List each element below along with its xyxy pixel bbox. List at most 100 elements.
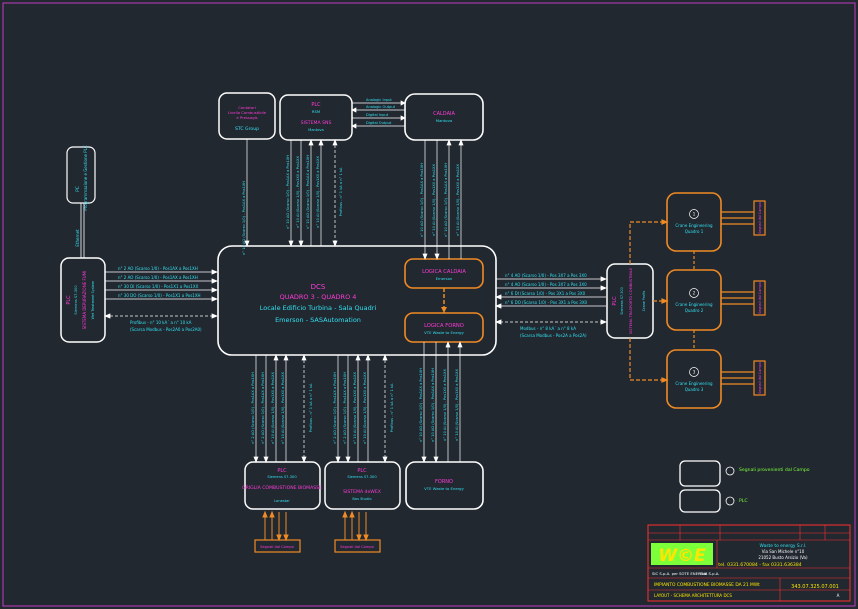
plc-right-l4: Crane Profis [642, 291, 646, 312]
tb-city: 21052 Busto Arsizio (Va) [758, 555, 808, 560]
dcs-quadri: QUADRO 3 - QUADRO 4 [280, 293, 357, 301]
caldaia-signal-4: Digital Output [366, 121, 392, 125]
right-link-3: n° 6 DI (Scarso 1/0) - Pos 3X1 a Pos 3X0 [505, 291, 586, 296]
pc-programmazione-box[interactable]: PC Programmazione e Gestione PLC [66, 145, 96, 211]
plc-fumi-l1: PLC [66, 295, 72, 305]
vlink-caldaia-2: n° 10 AI (Scarso 1/0) - Pos1X0 a Pos1XX [432, 164, 436, 236]
caldaia-signal-1: Analogic Input [366, 98, 392, 102]
left-link-4: n° 30 DO (Scarso 1/0) - Pos1X1 a Pos1XH [118, 293, 201, 298]
dcs-vendor: Emerson - SASAutomation [275, 316, 361, 324]
logica-caldaia-title: LOGICA CALDAIA [422, 269, 466, 275]
tb-address: Via San Michele n°10 [762, 549, 805, 554]
plc-trasporto-combustibile-box[interactable]: PLC Siemens S7-300 SISTEMA TRASPORTO COM… [606, 263, 654, 339]
plc-griglia-l3: GRIGLIA COMBUSTIONE BIOMASSE [242, 485, 322, 491]
plc-dwex-l3: SISTEMA deWEX [343, 489, 381, 495]
logica-caldaia-box[interactable]: LOGICA CALDAIA Emerson [404, 258, 484, 289]
vlink-griglia-5: Profibus - n° 1 kA a n° 1 kA [309, 383, 313, 432]
vlink-dwex-4: n° 10 AI (Scarso 1/0) - Pos1X0 a Pos1XX [363, 372, 367, 444]
crane-2-l1: Crane Engineering [675, 302, 713, 307]
vlink-forno-1: n° 10 AO (Scarso 1/0) - Pos1AX a Pos1XH [419, 368, 423, 442]
crane-1-l2: Quadro 1 [685, 229, 704, 234]
caldaia-sub: Mantova [436, 118, 452, 123]
right-link-4: n° 6 DO (Scarso 1/0) - Pos 3X1 a Pos 3X0 [505, 300, 588, 305]
plc-griglia-l1: PLC [277, 468, 287, 474]
crane-box-2[interactable]: 2 Crane Engineering Quadro 2 [666, 269, 722, 331]
plc-griglia-l2: Siemens S7-300 [267, 475, 297, 479]
dcs-main-box[interactable]: DCS QUADRO 3 - QUADRO 4 Locale Edificio … [217, 245, 497, 356]
vlink-dwex-2: n° 2 AO (Scarso 1/0) - Pos1AX a Pos1XH [343, 372, 347, 444]
caldaia-signal-2: Analogic Output [366, 105, 396, 109]
plc-fumi-l4: Wet Treatment System [91, 280, 95, 319]
vlink-griglia-4: n° 10 AI (Scarso 1/0) - Pos1X0 a Pos1XX [281, 372, 285, 444]
plc-griglia-box[interactable]: PLC Siemens S7-300 GRIGLIA COMBUSTIONE B… [242, 461, 322, 510]
vlink-sns-1: n° 10 AO (Scarso 1/0) - Pos1AX a Pos1XH [286, 155, 290, 229]
left-signal-links [103, 269, 219, 319]
plc-dwex-l2: Siemens S7-300 [347, 475, 377, 479]
right-link-2: n° 4 AO (Scarso 1/0) - Pos 3X7 a Pos 3X0 [505, 282, 587, 287]
vlink-sns-5: Profibus - n° 1 kA a n° 1 kA [339, 167, 343, 216]
crane-2-num: 2 [693, 291, 696, 296]
svg-text:Segnali dal Campo: Segnali dal Campo [260, 545, 294, 549]
plc-sns-l1: PLC [311, 102, 321, 108]
vlink-contatori: n° 10 AO (Scarso 1/0) - Pos1AX a Pos1XH [242, 181, 246, 255]
vlink-caldaia-1: n° 10 AO (Scarso 1/0) - Pos1AX a Pos1XH [420, 163, 424, 237]
logica-forno-box[interactable]: LOGICA FORNO VTE Waste to Energy [404, 312, 484, 343]
vlink-caldaia-4: n° 10 AI (Scarso 1/0) - Pos1X0 a Pos1XX [456, 164, 460, 236]
caldaia-signal-arrows [351, 100, 406, 129]
crane-3-l2: Quadro 3 [685, 387, 704, 392]
right-modbus-1: Modbus - n° 8 kA´ a n° 8 kA [520, 326, 576, 331]
segnali-campo-right-1: Segnali dal Campo [753, 200, 766, 236]
contatori-l1: Contatori [238, 105, 256, 110]
contatori-box[interactable]: Contatori Livello Combustibile e Pressag… [218, 92, 276, 140]
crane-2-l2: Quadro 2 [685, 308, 704, 313]
plc-depurazione-fumi-box[interactable]: PLC Siemens S7-300 SISTEMA DEPURAZIONE F… [60, 257, 106, 343]
crane-box-1[interactable]: 1 Crane Engineering Quadro 1 [666, 192, 722, 252]
dcs-locale: Locale Edificio Turbina - Sala Quadri [260, 304, 377, 312]
svg-text:Segnali dal Campo: Segnali dal Campo [758, 282, 762, 314]
left-modbus-2: (Scarsa Modbus - Pos2A0 a Pos2A0) [130, 327, 202, 332]
vlink-forno-2: n° 10 AO (Scarso 1/0) - Pos1AX a Pos1XH [431, 368, 435, 442]
title-block: W©E Waste to energy S.r.l. Via San Miche… [647, 524, 851, 602]
company-logo [651, 543, 713, 565]
vlink-forno-4: n° 10 AI (Scarso 1/0) - Pos1X0 a Pos1XX [455, 369, 459, 441]
forno-box[interactable]: FORNO VTE Waste to Energy [405, 461, 484, 510]
crane-box-3[interactable]: 3 Crane Engineering Quadro 3 [666, 349, 722, 409]
right-modbus-2: (Scarsa Modbus - Pos2A a Pos2A) [520, 333, 587, 338]
caldaia-signal-3: Digital Input [366, 113, 389, 117]
plc-right-l2: Siemens S7-300 [620, 287, 624, 315]
plc-sns-l3: SISTEMA SNS [301, 120, 332, 126]
contatori-l2: Livello Combustibile [228, 110, 267, 115]
plc-right-l1: PLC [612, 296, 618, 306]
plc-right-l3: SISTEMA TRASPORTO COMBUSTIBILE [629, 267, 633, 334]
vlink-griglia-2: n° 2 AO (Scarso 1/0) - Pos1AX a Pos1XH [261, 372, 265, 444]
plc-griglia-l4: Lonestar [274, 499, 290, 503]
bottom-field-arrows [262, 510, 369, 542]
caldaia-box[interactable]: CALDAIA Mantova [404, 93, 484, 141]
tb-client: SIC S.p.A. per SOTE ENERGIA S.p.A. [652, 571, 720, 576]
ethernet-label: Ethernet [75, 229, 80, 247]
left-link-3: n° 30 DI (Scarso 1/0) - Pos1X1 a Pos1XX [118, 284, 199, 289]
vlink-sns-4: n° 10 AI (Scarso 1/0) - Pos1X0 a Pos1XX [316, 156, 320, 228]
tb-tel: tel. 0331.670084 - fax 0331.636384 [718, 562, 801, 568]
vlink-sns-3: n° 10 AO (Scarso 1/0) - Pos1AX a Pos1XH [306, 155, 310, 229]
legend-plc-symbol [679, 489, 721, 513]
left-link-2: n° 2 AO (Scarso 1/0) - Pos1AX a Pos1XH [118, 275, 198, 280]
vlink-forno-3: n° 10 AI (Scarso 1/0) - Pos1X0 a Pos1XX [443, 369, 447, 441]
vertical-links-top [244, 139, 464, 260]
tb-site: Fadi [700, 572, 707, 576]
vertical-links-bottom [253, 341, 463, 463]
vlink-dwex-1: n° 2 AO (Scarso 1/0) - Pos1AX a Pos1XH [333, 372, 337, 444]
plc-dwex-box[interactable]: PLC Siemens S7-300 SISTEMA deWEX Bos Stu… [324, 461, 401, 510]
plc-sns-box[interactable]: PLC RSM SISTEMA SNS Mantova [279, 94, 353, 141]
plc-fumi-l2: Siemens S7-300 [74, 285, 78, 315]
caldaia-title: CALDAIA [433, 111, 455, 117]
pc-left-l2: Programmazione e Gestione PLC [83, 145, 88, 211]
left-modbus-1: Profibus - n° 10 kA´ a n° 10 kA [130, 320, 192, 325]
company-logo-text: W©E [658, 546, 706, 566]
svg-text:Segnali dal Campo: Segnali dal Campo [340, 545, 374, 549]
contatori-l4: STC Group [235, 126, 259, 132]
contatori-l3: e Pressagis [236, 115, 257, 120]
crane-3-num: 3 [693, 370, 696, 375]
